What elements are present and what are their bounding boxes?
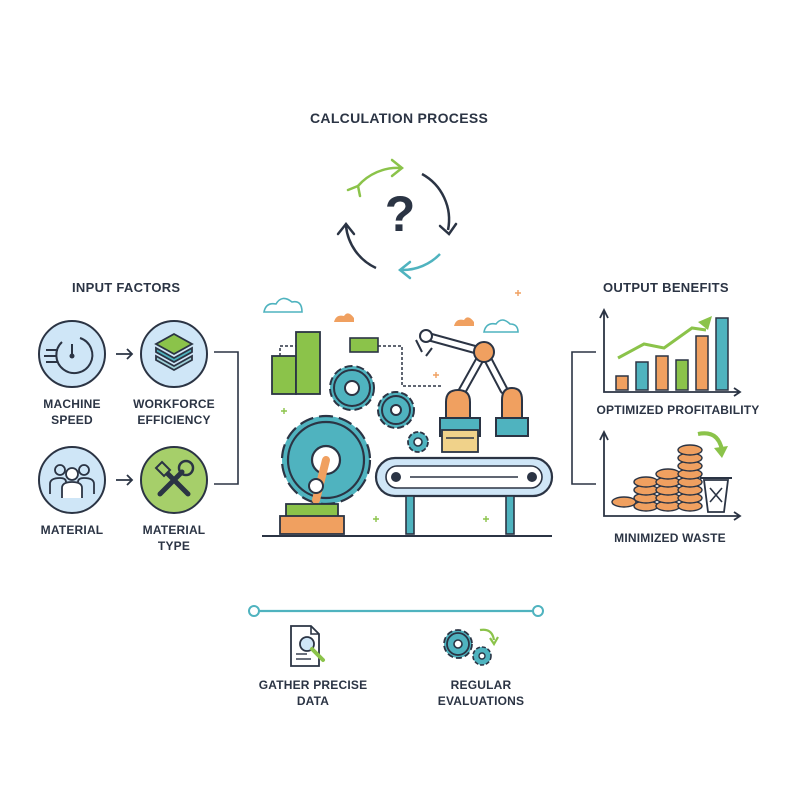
regular-evaluations-label: REGULAR EVALUATIONS [437,678,525,708]
workforce-efficiency-circle [140,320,208,388]
input-bracket [214,351,239,485]
gear-icon [329,365,375,411]
machine-speed-circle [38,320,106,388]
cloud-icon [263,297,303,313]
cloud-icon [483,319,519,333]
optimized-profitability-label: OPTIMIZED PROFITABILITY [596,403,760,417]
tools-icon [154,459,195,497]
gear-icon [377,391,415,429]
material-type-circle [140,446,208,514]
gear-icon [407,431,429,453]
coins-recycle-icon [599,429,742,521]
minimized-waste-label: MINIMIZED WASTE [614,531,726,545]
question-mark: ? [384,186,416,242]
growth-chart-icon [599,307,742,397]
people-icon [49,464,95,498]
cloud-icon [454,317,474,326]
document-search-icon [290,625,325,667]
cloud-icon [334,313,354,322]
output-bracket [571,351,596,485]
gears-cycle-icon [443,628,499,666]
gather-precise-data-label: GATHER PRECISE DATA [258,678,368,708]
material-type-label: MATERIAL TYPE [142,523,206,553]
material-label: MATERIAL [40,523,104,537]
diagram-title: CALCULATION PROCESS [310,110,489,126]
footer-timeline [248,605,544,617]
input-factors-heading: INPUT FACTORS [72,280,181,295]
workforce-efficiency-label: WORKFORCE EFFICIENCY [133,397,215,427]
output-benefits-heading: OUTPUT BENEFITS [603,280,729,295]
arrow-right-icon [116,348,134,360]
material-circle [38,446,106,514]
factory-illustration [262,290,554,537]
machine-speed-label: MACHINE SPEED [43,397,101,427]
speedometer-icon [44,337,94,375]
arrow-right-icon [116,474,134,486]
layers-icon [154,332,194,372]
cycle-question-icon [336,158,458,280]
